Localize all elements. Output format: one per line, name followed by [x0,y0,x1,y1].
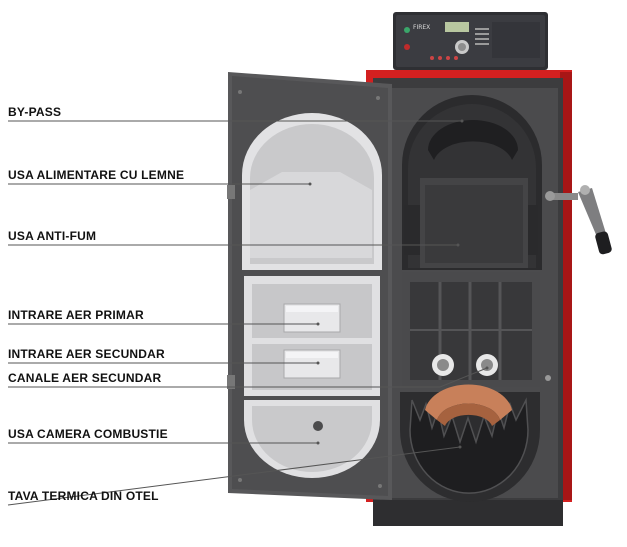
copper-element [425,384,512,420]
label-usa-camera-combustie: USA CAMERA COMBUSTIE [8,427,168,441]
leader-lines [7,120,488,506]
thermal-tray [409,397,529,494]
leader-canale-aer-secundar-2 [439,367,488,388]
leader-tava-termica [7,446,461,506]
lever-handle [545,185,612,255]
label-canale-aer-secundar: CANALE AER SECUNDAR [8,371,162,385]
label-intrare-aer-primar: INTRARE AER PRIMAR [8,308,144,322]
panel-display [445,22,469,32]
status-led-icon [404,27,410,33]
label-by-pass: BY-PASS [8,105,62,119]
alarm-led-icon [404,44,410,50]
label-usa-anti-fum: USA ANTI-FUM [8,229,97,243]
label-tava-termica: TAVA TERMICA DIN OTEL [8,489,159,503]
door-peephole-icon [313,421,323,431]
control-panel [393,12,548,70]
label-intrare-aer-secundar: INTRARE AER SECUNDAR [8,347,165,361]
by-pass-opening [428,120,518,160]
control-panel-brand: FIREX [413,24,431,31]
label-usa-alimentare: USA ALIMENTARE CU LEMNE [8,168,185,182]
